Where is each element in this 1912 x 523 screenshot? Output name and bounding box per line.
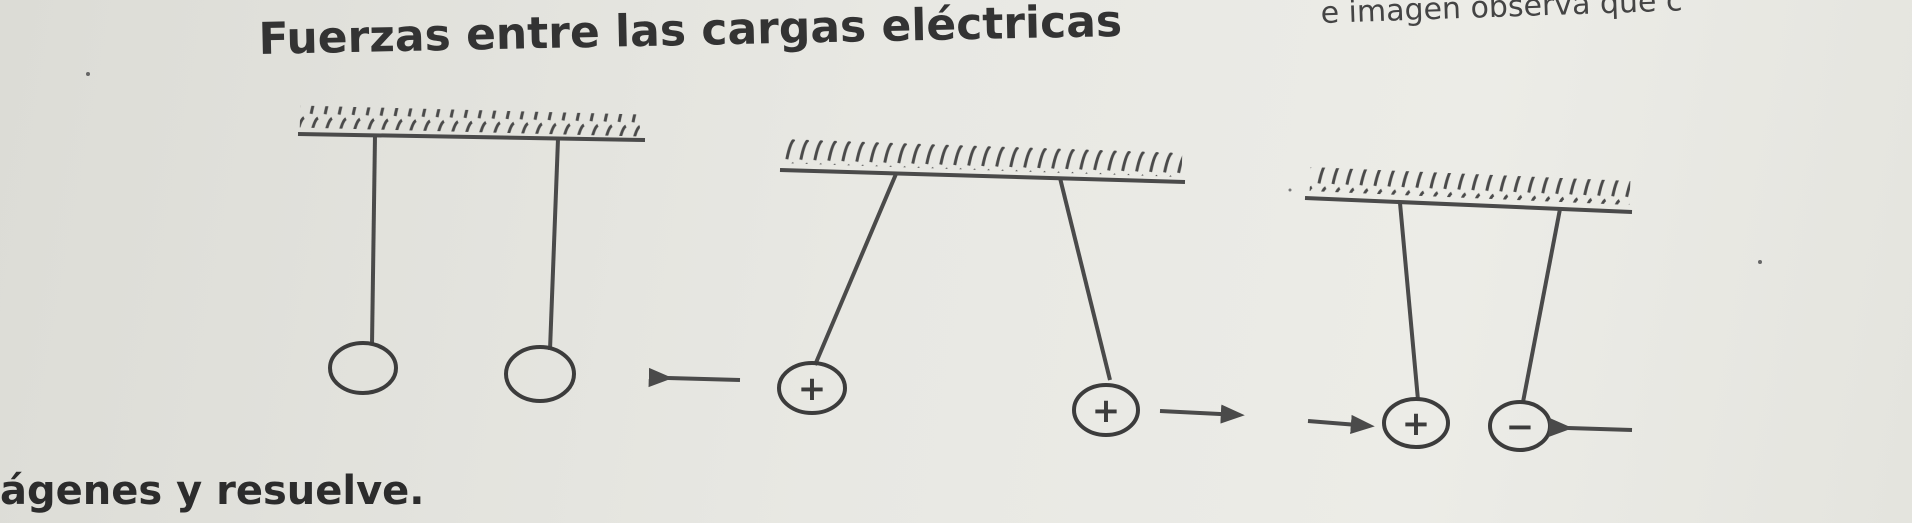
plus-sign: + (798, 369, 827, 409)
pendulum-string (548, 138, 560, 351)
force-arrow-right (1548, 417, 1633, 437)
plus-sign: + (1402, 404, 1431, 444)
neutral-sphere (504, 345, 576, 403)
force-arrow-left (1307, 414, 1375, 435)
paper-speck (86, 72, 90, 76)
neutral-sphere (328, 341, 398, 395)
paper-speck (1758, 260, 1762, 264)
figure-repelling-charges: + + (648, 139, 1245, 437)
minus-sign: − (1506, 407, 1535, 447)
figure-attracting-charges: + − (1304, 167, 1633, 452)
positive-charge-sphere: + (1382, 397, 1450, 449)
ceiling-support (779, 139, 1186, 184)
positive-charge-sphere: + (1072, 383, 1140, 437)
cropped-instruction-text-bottom: ágenes y resuelve. (0, 468, 425, 514)
force-arrow-left (648, 367, 741, 388)
force-arrow-right (1159, 404, 1245, 424)
pendulum-string (370, 134, 377, 346)
pendulum-string (1521, 208, 1562, 403)
pendulum-string (1398, 202, 1420, 401)
negative-charge-sphere: − (1488, 400, 1552, 452)
paper-speck (1288, 188, 1292, 192)
ceiling-support (297, 105, 646, 142)
figure-neutral-spheres (297, 105, 646, 403)
pendulum-string (813, 173, 898, 366)
positive-charge-sphere: + (777, 361, 847, 415)
pendulum-string (1058, 177, 1112, 381)
ceiling-support (1304, 167, 1633, 214)
plus-sign: + (1092, 391, 1121, 431)
